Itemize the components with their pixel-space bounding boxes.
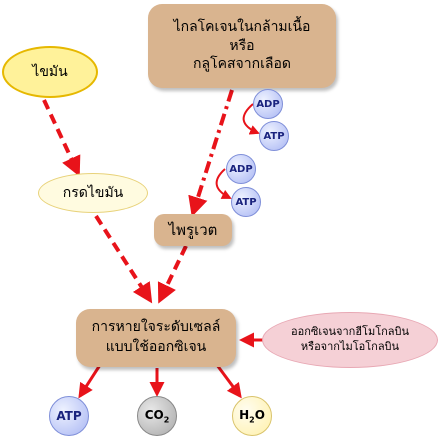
oxygen-source-node: ออกซิเจนจากฮีโมโกลบิน หรือจากไมโอโกลบิน: [262, 312, 438, 368]
h2o-h: H: [239, 407, 250, 422]
atp-label-2: ATP: [235, 196, 257, 208]
oxygen-line1: ออกซิเจนจากฮีโมโกลบิน: [290, 325, 410, 339]
aerobic-respiration-box: การหายใจระดับเซลล์ แบบใช้ออกซิเจน: [76, 309, 236, 367]
arrow-adp-to-atp-1: [242, 103, 260, 135]
co2-label: CO2: [145, 408, 170, 424]
arrow-respiration-to-atp: [78, 364, 102, 399]
fatty-acid-label: กรดไขมัน: [62, 185, 124, 201]
atp-label-1: ATP: [263, 130, 285, 142]
h2o-label: H2O: [239, 408, 265, 424]
pyruvate-box: ไพรูเวต: [154, 214, 232, 246]
fatty-acid-node: กรดไขมัน: [38, 173, 148, 213]
pyruvate-label: ไพรูเวต: [168, 221, 218, 239]
arrow-fat-to-fattyacid: [42, 99, 81, 177]
co2-subscript: 2: [163, 415, 170, 425]
glycogen-glucose-box: ไกลโคเจนในกล้ามเนื้อ หรือ กลูโคสจากเลือด: [148, 4, 336, 88]
fat-label: ไขมัน: [32, 64, 68, 80]
adp-circle-2: ADP: [226, 154, 256, 184]
h2o-subscript: 2: [249, 415, 255, 425]
atp-product-label: ATP: [56, 409, 82, 423]
source-line3: กลูโคสจากเลือด: [193, 56, 291, 73]
oxygen-line2: หรือจากไมโอโกลบิน: [300, 340, 400, 353]
arrow-source-to-pyruvate: [188, 89, 234, 217]
adp-circle-1: ADP: [253, 89, 283, 119]
arrow-fattyacid-to-respiration: [94, 214, 153, 304]
h2o-o: O: [254, 407, 265, 422]
atp-circle-1: ATP: [259, 121, 289, 151]
co2-product-circle: CO2: [137, 396, 177, 436]
arrow-pyruvate-to-respiration: [157, 245, 188, 304]
h2o-product-circle: H2O: [232, 396, 272, 436]
respiration-line1: การหายใจระดับเซลล์: [91, 319, 221, 336]
arrow-respiration-to-h2o: [215, 364, 242, 399]
atp-product-circle: ATP: [49, 396, 89, 436]
adp-label-2: ADP: [229, 163, 253, 175]
adp-label-1: ADP: [256, 98, 280, 110]
source-line2: หรือ: [229, 37, 255, 54]
co2-main: CO: [144, 407, 164, 422]
fat-node: ไขมัน: [2, 46, 98, 98]
atp-circle-2: ATP: [231, 187, 261, 217]
respiration-line2: แบบใช้ออกซิเจน: [105, 339, 207, 355]
arrow-adp-to-atp-2: [215, 168, 232, 199]
source-line1: ไกลโคเจนในกล้ามเนื้อ: [173, 18, 311, 35]
